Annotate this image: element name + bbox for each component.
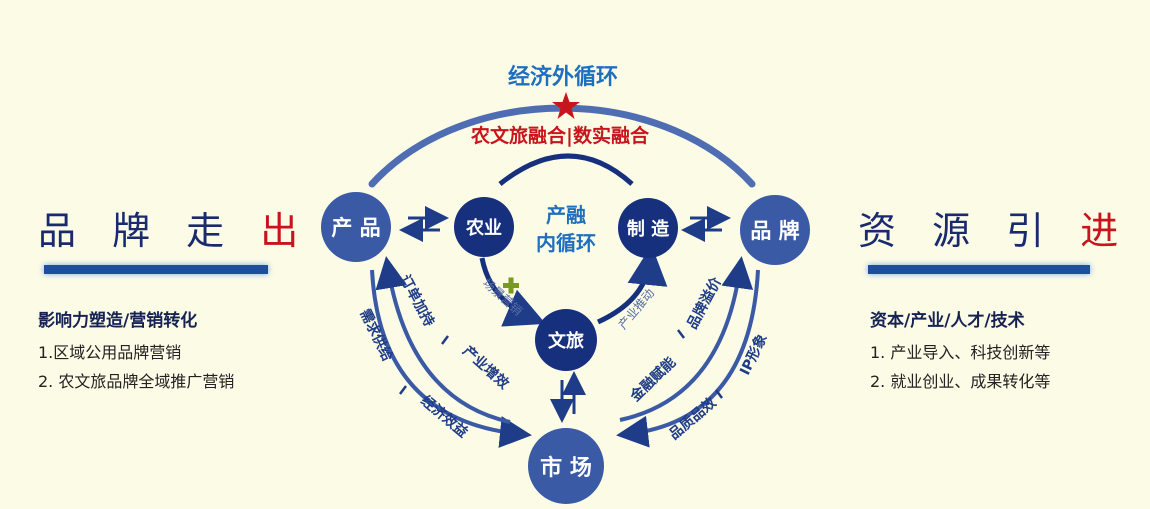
right-title-highlight: 进 <box>1080 209 1131 253</box>
star-icon <box>552 92 580 119</box>
node-brand: 品 牌 <box>740 195 810 265</box>
inner-cycle-title-line2: 内循环 <box>536 231 596 255</box>
plus-icon <box>503 277 519 294</box>
left-outer-arc <box>370 269 532 448</box>
label-scene-marketing: 场景营销 <box>480 276 525 319</box>
left-divider-bar <box>44 265 268 274</box>
left-title: 品 牌 走 出 去 <box>38 200 384 255</box>
separator-ticks <box>399 329 723 399</box>
culture-to-manufacture-arrow <box>596 245 668 325</box>
fusion-title: 农文旅融合|数实融合 <box>470 124 650 147</box>
label-industry-efficiency: 产业增效 <box>459 342 513 393</box>
right-item-2: 2. 就业创业、成果转化等 <box>870 372 1051 391</box>
right-divider-bar <box>868 265 1090 274</box>
right-subtitle: 资本/产业/人才/技术 <box>870 311 1025 331</box>
node-agri: 农业 <box>454 197 514 257</box>
left-inner-arc <box>375 256 511 424</box>
left-subtitle: 影响力塑造/营销转化 <box>38 311 198 331</box>
left-item-2: 2. 农文旅品牌全域推广营销 <box>38 372 235 391</box>
inner-cycle-title-line1: 产融 <box>546 203 586 227</box>
node-market-label: 市 场 <box>540 455 592 481</box>
right-inner-arc <box>619 256 754 422</box>
outer-cycle-title: 经济外循环 <box>508 64 618 90</box>
node-product: 产 品 <box>321 192 391 262</box>
node-culture-tourism: 文旅 <box>535 309 597 371</box>
right-outer-arc <box>616 269 760 448</box>
label-brand-premium: 品牌溢价 <box>684 274 726 332</box>
left-item-1: 1.区域公用品牌营销 <box>38 343 182 362</box>
node-manufacture-label: 制 造 <box>627 218 669 240</box>
node-product-label: 产 品 <box>331 216 380 240</box>
node-culture-tourism-label: 文旅 <box>548 330 584 352</box>
right-title-part1: 资 源 引 <box>858 209 1081 253</box>
right-title: 资 源 引 进 来 <box>858 200 1150 255</box>
node-market: 市 场 <box>528 428 604 504</box>
node-brand-label: 品 牌 <box>750 219 799 243</box>
label-quality-efficiency: 品质品效 <box>666 393 721 443</box>
manufacture-brand-double-arrow <box>681 206 731 242</box>
left-title-highlight: 出 <box>260 209 311 253</box>
inner-cycle-arc <box>498 153 634 186</box>
label-economic-benefit: 经济效益 <box>417 392 471 441</box>
left-title-part1: 品 牌 走 <box>38 209 261 253</box>
agri-to-culture-arrow <box>479 257 546 327</box>
node-manufacture: 制 造 <box>618 198 678 258</box>
culture-market-double-arrow <box>550 371 586 423</box>
product-agri-double-arrow <box>399 206 449 242</box>
right-item-1: 1. 产业导入、科技创新等 <box>870 343 1051 362</box>
node-agri-label: 农业 <box>465 217 502 239</box>
